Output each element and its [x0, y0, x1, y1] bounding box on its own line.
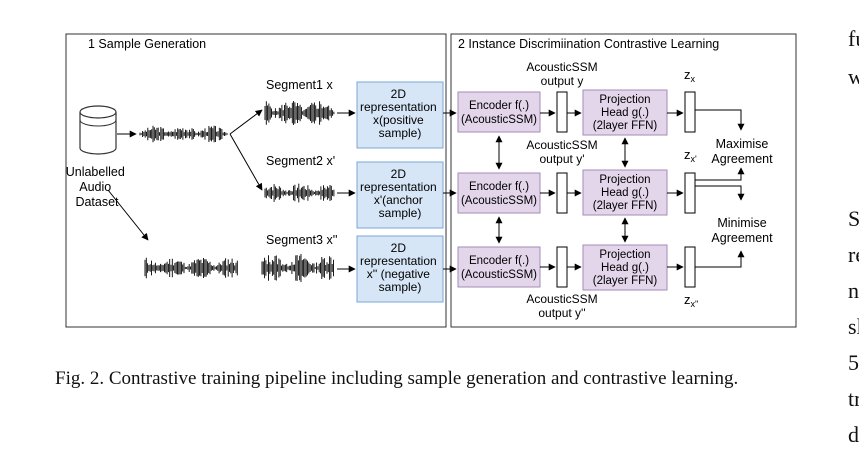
dataset-label: Unlabelled Audio Dataset — [66, 165, 129, 209]
z-x-dprime-bar — [684, 246, 696, 288]
segment3-waveform — [261, 254, 334, 282]
svg-text:Encoder f(.)(AcousticSSM): Encoder f(.)(AcousticSSM) — [461, 100, 537, 126]
z-x-dprime-label: zx'' — [684, 292, 699, 309]
segment1-label: Segment1 x — [266, 78, 333, 92]
side-text-line: re — [848, 242, 859, 267]
svg-text:2D representation: 2D representation x'' (negative sample) — [360, 241, 440, 294]
split-arrow-2 — [229, 133, 263, 191]
output-y-prime-bar — [556, 172, 568, 214]
database-icon — [79, 105, 117, 155]
waveforms — [139, 101, 335, 282]
repr-box-negative: 2D representation x'' (negative sample) — [356, 235, 444, 303]
side-text-line: S — [848, 206, 859, 231]
sample-generation-panel — [65, 33, 447, 328]
svg-text:Encoder f(.)(AcousticSSM): Encoder f(.)(AcousticSSM) — [461, 255, 537, 281]
z-x-bar — [684, 91, 696, 133]
segment3-label: Segment3 x'' — [266, 233, 337, 247]
encoder-box-3: Encoder f(.)(AcousticSSM) — [457, 246, 541, 288]
dataset-to-segment3-arrow — [107, 189, 149, 241]
output-y-bar — [556, 91, 568, 133]
side-text-line: w — [848, 64, 859, 89]
output-y-dprime-bar — [556, 246, 568, 288]
repr-box-anchor: 2D representation x'(anchor sample) — [356, 161, 444, 229]
z-x-prime-to-minimise-arrow — [695, 185, 745, 201]
encoder-box-2: Encoder f(.)(AcousticSSM) — [457, 172, 541, 214]
side-text-line: n — [848, 278, 859, 303]
side-text-line: tr — [848, 386, 859, 411]
segment1-waveform — [264, 101, 335, 125]
side-text-line: fu — [848, 26, 859, 51]
segment2-waveform — [264, 183, 335, 203]
audio-waveform — [139, 125, 228, 143]
segment2-label: Segment2 x' — [266, 154, 335, 168]
encoder-box-1: Encoder f(.)(AcousticSSM) — [457, 91, 541, 133]
side-text-line: 5 — [848, 350, 859, 375]
side-text-line: sl — [848, 314, 859, 339]
split-arrow-1 — [229, 109, 263, 135]
sample-generation-title: 1 Sample Generation — [88, 37, 206, 51]
z-x-prime-label: zx' — [684, 147, 697, 164]
z-x-dprime-to-minimise-arrow — [695, 250, 745, 268]
z-x-prime-to-maximise-arrow — [695, 167, 745, 181]
svg-text:Encoder f(.)(AcousticSSM): Encoder f(.)(AcousticSSM) — [461, 181, 537, 207]
z-x-to-maximise-arrow — [695, 109, 745, 131]
repr-box-positive: 2D representation x(positive sample) — [356, 81, 444, 149]
side-text-line: d — [848, 422, 859, 447]
contrastive-learning-panel — [450, 33, 797, 328]
svg-text:2D representation: 2D representation x(positive sample) — [360, 87, 440, 140]
z-x-prime-bar — [684, 172, 696, 214]
figure-caption: Fig. 2. Contrastive training pipeline in… — [55, 368, 739, 389]
z-x-label: zx — [684, 67, 696, 84]
segment3-left-waveform — [144, 257, 238, 279]
contrastive-learning-title: 2 Instance Discrimiination Contrastive L… — [458, 37, 719, 51]
svg-text:2D representation: 2D representation x'(anchor sample) — [360, 167, 440, 220]
